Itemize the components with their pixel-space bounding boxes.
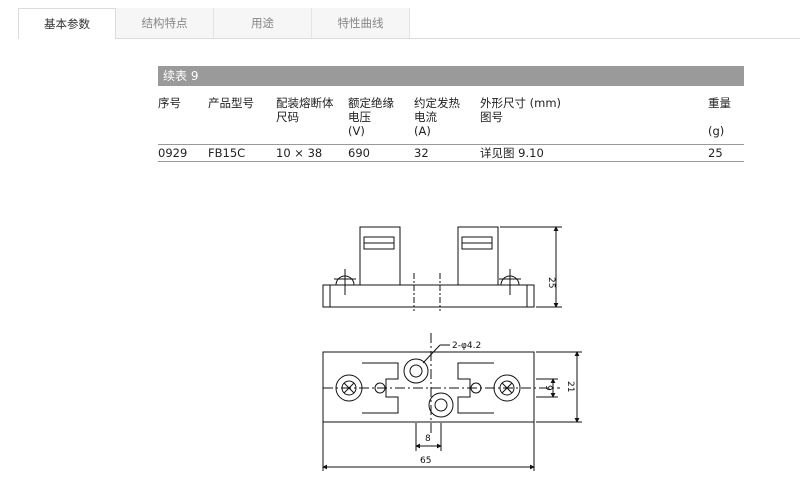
dim-length: 65 <box>420 456 431 466</box>
dim-hole: 2-φ4.2 <box>452 341 481 351</box>
cell-model: FB15C <box>208 146 246 160</box>
tab-characteristic-curve[interactable]: 特性曲线 <box>312 8 410 38</box>
table-header-row: 序号 产品型号 配装熔断体 尺码 额定绝缘 电压 (V) 约定发热 电流 (A)… <box>158 96 744 144</box>
header-no: 序号 <box>158 96 181 110</box>
cell-insulation-voltage: 690 <box>348 146 370 160</box>
dim-offset: 8 <box>425 434 431 444</box>
dim-spacing-small: 9 <box>543 385 553 391</box>
spec-table: 序号 产品型号 配装熔断体 尺码 额定绝缘 电压 (V) 约定发热 电流 (A)… <box>158 96 744 162</box>
front-view: 25 <box>322 226 562 311</box>
tab-basic-params[interactable]: 基本参数 <box>18 8 116 39</box>
cell-heating-current: 32 <box>414 146 429 160</box>
tab-structure[interactable]: 结构特点 <box>116 8 214 38</box>
cell-fuse-size: 10 × 38 <box>276 146 323 160</box>
dim-height: 25 <box>546 277 556 288</box>
dim-width-small: 21 <box>565 381 575 392</box>
cell-no: 0929 <box>158 146 188 160</box>
header-dimensions: 外形尺寸 (mm) 图号 <box>480 96 562 124</box>
technical-drawing: 25 2-φ4.2 <box>300 205 600 485</box>
tab-usage[interactable]: 用途 <box>214 8 312 38</box>
header-heating-current: 约定发热 电流 (A) <box>414 96 460 138</box>
header-model: 产品型号 <box>208 96 254 110</box>
section-title: 续表 9 <box>158 66 744 86</box>
header-fuse-size: 配装熔断体 尺码 <box>276 96 334 124</box>
header-insulation-voltage: 额定绝缘 电压 (V) <box>348 96 394 138</box>
header-weight: 重量 (g) <box>708 96 731 138</box>
cell-weight: 25 <box>708 146 723 160</box>
table-row: 0929 FB15C 10 × 38 690 32 详见图 9.10 25 <box>158 144 744 162</box>
top-view: 2-φ4.2 9 21 8 65 <box>322 333 582 471</box>
cell-dimensions: 详见图 9.10 <box>480 146 544 160</box>
tab-bar: 基本参数 结构特点 用途 特性曲线 <box>18 8 800 39</box>
